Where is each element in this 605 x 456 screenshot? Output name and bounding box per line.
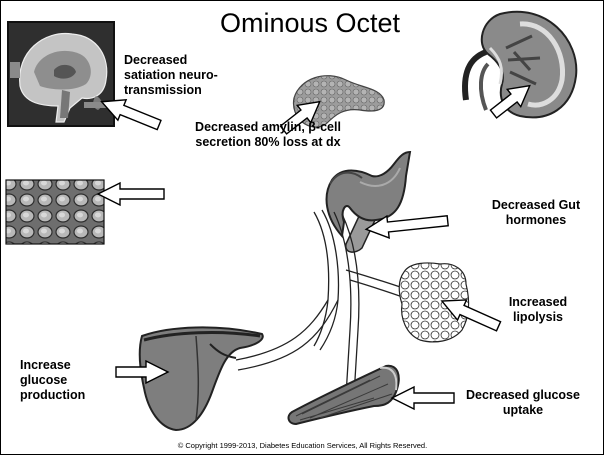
label-liver: Increase glucose production — [20, 358, 116, 403]
label-gut: Decreased Gut hormones — [482, 198, 590, 228]
brain-icon — [8, 22, 114, 126]
muscle-icon — [289, 366, 399, 424]
page-title: Ominous Octet — [190, 8, 430, 39]
liver-icon — [140, 327, 263, 430]
blood-vessels — [236, 210, 428, 396]
copyright-footer: © Copyright 1999-2013, Diabetes Educatio… — [0, 441, 605, 450]
islet-cells-icon — [6, 180, 104, 244]
arrow-muscle — [392, 387, 454, 409]
stomach-icon — [327, 152, 410, 252]
arrow-islet — [98, 183, 164, 205]
label-muscle: Decreased glucose uptake — [448, 388, 598, 418]
label-pancreas: Decreased amylin, β-cell secretion 80% l… — [180, 120, 356, 150]
label-brain: Decreased satiation neuro-transmission — [124, 53, 234, 98]
label-lipolysis: Increased lipolysis — [492, 295, 584, 325]
